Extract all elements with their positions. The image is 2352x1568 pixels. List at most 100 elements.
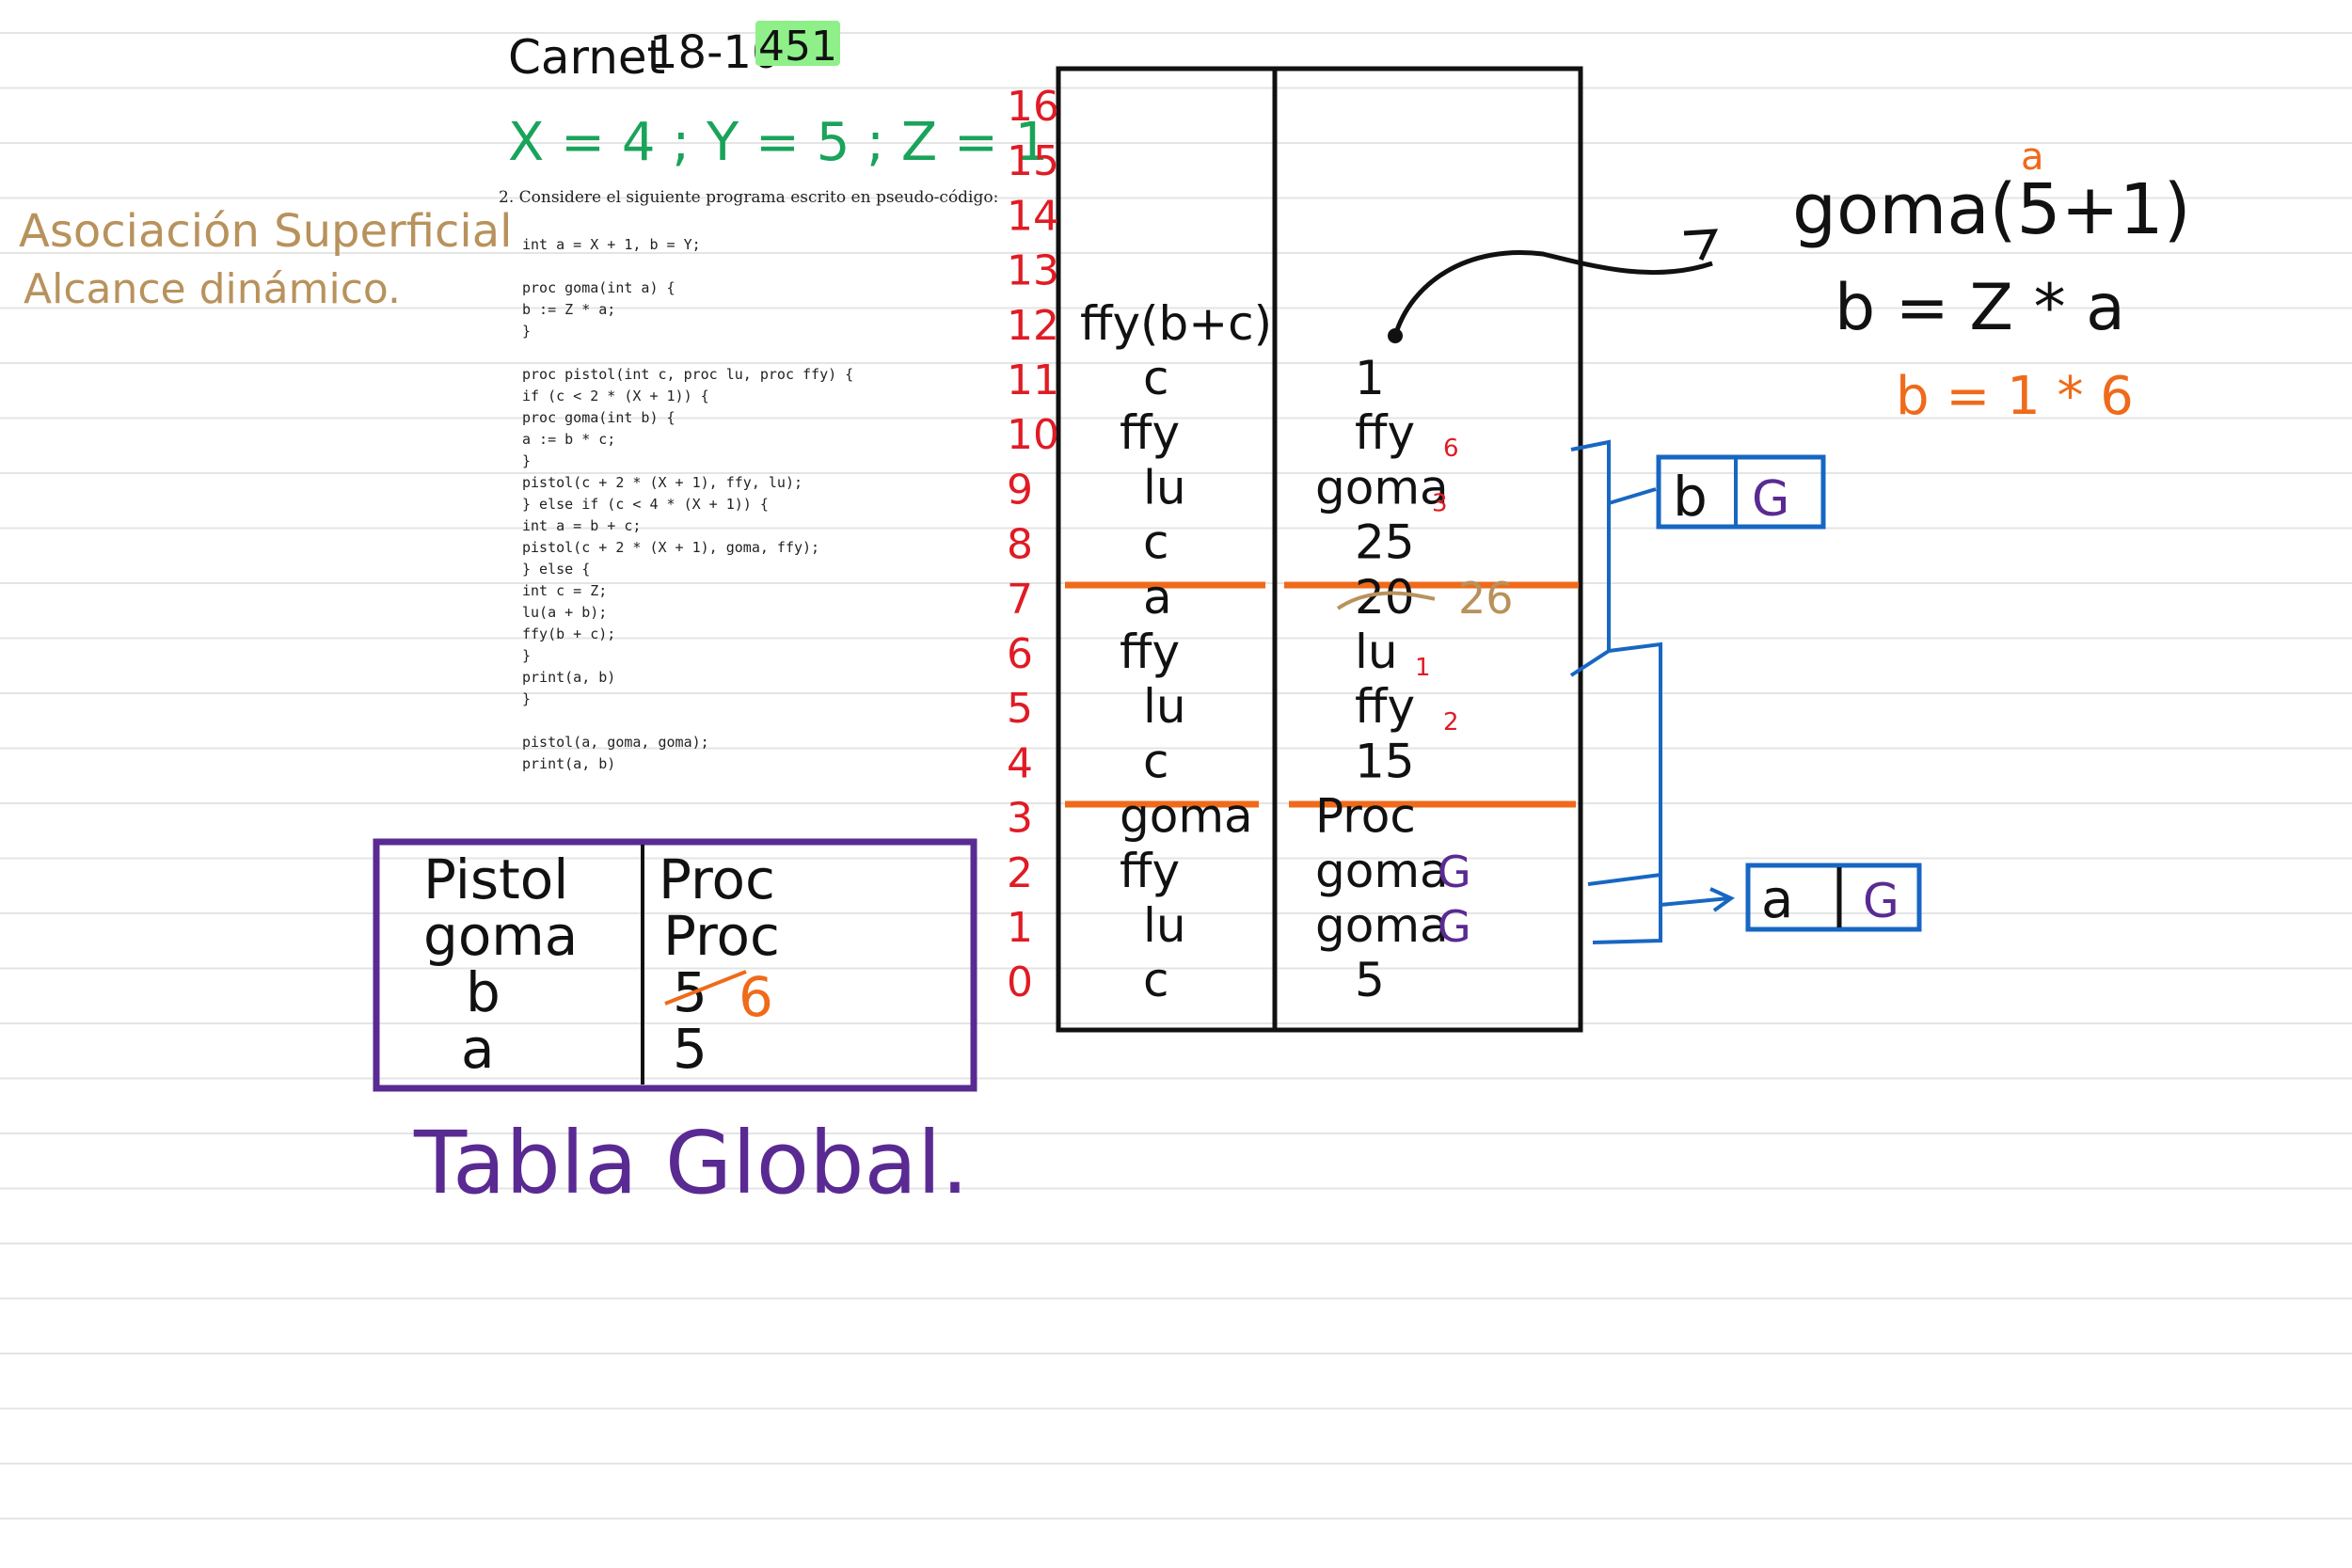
strike-mark xyxy=(1336,591,1436,610)
stack-value: goma xyxy=(1315,898,1449,953)
stack-value: Proc xyxy=(1315,789,1416,844)
code-line: int a = b + c; xyxy=(522,517,641,534)
env-box-a-frame xyxy=(1745,863,1922,932)
stack-index: 6 xyxy=(1007,630,1033,678)
stack-index: 16 xyxy=(1007,83,1059,131)
pseudo-code: int a = X + 1, b = Y;proc goma(int a) { … xyxy=(522,236,853,772)
stack-name: c xyxy=(1143,734,1169,788)
stack-index: 9 xyxy=(1007,466,1033,514)
code-line: a := b * c; xyxy=(522,431,615,448)
stack-value-env-tag: G xyxy=(1438,901,1471,952)
stack-name: c xyxy=(1143,515,1169,570)
strike-mark xyxy=(664,970,747,1006)
stack-value-subscript: 1 xyxy=(1415,654,1431,682)
global-row-name: goma xyxy=(423,904,578,968)
global-table-rows: PistolProcgomaProcb56a5 xyxy=(423,847,780,1081)
env-box-b-var: b xyxy=(1673,465,1708,529)
carnet-label: Carnet xyxy=(508,30,665,85)
stack-name: ffy xyxy=(1120,844,1180,898)
code-line: pistol(a, goma, goma); xyxy=(522,734,709,751)
stack-value: 1 xyxy=(1355,351,1385,405)
global-table: PistolProcgomaProcb56a5 xyxy=(373,838,977,1092)
carnet-highlight: 451 xyxy=(758,23,837,71)
env-box-b: b G xyxy=(1656,454,1826,530)
variable-values: X = 4 ; Y = 5 ; Z = 1 xyxy=(508,112,1048,173)
stack-index: 13 xyxy=(1007,247,1059,295)
stack-index: 8 xyxy=(1007,521,1033,569)
stack-value: 5 xyxy=(1355,953,1385,1007)
stack-value-subscript: 6 xyxy=(1443,435,1459,463)
carnet-header: Carnet 18-10 451 xyxy=(508,21,840,85)
pointer-arrowhead xyxy=(1683,229,1719,261)
stack-name: c xyxy=(1143,953,1169,1007)
env-links xyxy=(1569,439,1735,944)
code-line: b := Z * a; xyxy=(522,301,615,318)
bracket-lower xyxy=(1587,872,1662,944)
stack-value-new: 26 xyxy=(1458,573,1514,624)
stack-index: 7 xyxy=(1007,576,1033,624)
stack-index: 1 xyxy=(1007,904,1033,952)
stack-value-subscript: 3 xyxy=(1432,489,1448,517)
code-line: print(a, b) xyxy=(522,669,615,686)
stack-index: 11 xyxy=(1007,356,1059,404)
code-line: print(a, b) xyxy=(522,755,615,772)
stack-index: 12 xyxy=(1007,302,1059,350)
stack-name: c xyxy=(1143,351,1169,405)
env-box-a: a G xyxy=(1745,863,1922,932)
side-note-scope: Alcance dinámico. xyxy=(24,265,401,313)
code-line: } xyxy=(522,647,531,664)
stack-name: a xyxy=(1143,570,1172,625)
problem-statement: 2. Considere el siguiente programa escri… xyxy=(499,188,998,207)
stack-index: 14 xyxy=(1007,192,1059,240)
global-row-value: 5 xyxy=(673,1017,707,1081)
problem-block: 2. Considere el siguiente programa escri… xyxy=(499,188,998,772)
code-line: if (c < 2 * (X + 1)) { xyxy=(522,388,709,404)
stack-name: lu xyxy=(1143,898,1186,953)
env-box-b-env: G xyxy=(1752,471,1789,528)
stack-index: 0 xyxy=(1007,958,1033,1006)
eval-call: goma(5+1) xyxy=(1792,169,2191,250)
stack-value-env-tag: G xyxy=(1438,847,1471,897)
side-note-association: Asociación Superficial xyxy=(19,205,512,258)
carnet-highlight-box xyxy=(755,21,840,66)
stack-value: 15 xyxy=(1355,734,1415,788)
stack-value-subscript: 2 xyxy=(1443,708,1459,736)
code-line: pistol(c + 2 * (X + 1), goma, ffy); xyxy=(522,539,819,556)
bracket-upper xyxy=(1569,439,1611,677)
stack-index: 4 xyxy=(1007,739,1033,787)
code-line: ffy(b + c); xyxy=(522,626,615,642)
env-box-a-var: a xyxy=(1761,869,1793,930)
global-row-name: b xyxy=(466,960,501,1024)
code-line: } else if (c < 4 * (X + 1)) { xyxy=(522,496,769,513)
stack-value: ffy xyxy=(1355,679,1415,734)
stack-name: ffy xyxy=(1120,625,1180,679)
stack-name: ffy(b+c) xyxy=(1080,296,1272,351)
stack-name: goma xyxy=(1120,789,1253,844)
global-table-caption: Tabla Global. xyxy=(413,1113,969,1213)
stack-index: 2 xyxy=(1007,849,1033,897)
code-line: lu(a + b); xyxy=(522,604,607,621)
code-line: } else { xyxy=(522,561,590,578)
env-box-b-frame xyxy=(1656,454,1826,530)
stack-value: 25 xyxy=(1355,515,1415,570)
global-table-border xyxy=(373,838,977,1092)
stack-table-border xyxy=(1056,66,1583,1033)
code-line: proc pistol(int c, proc lu, proc ffy) { xyxy=(522,366,853,383)
stack-name: lu xyxy=(1143,460,1186,515)
bracket-lower-arrowhead xyxy=(1709,887,1735,912)
global-row-name: Pistol xyxy=(423,847,568,911)
stack-value: ffy xyxy=(1355,405,1415,460)
stack-value: lu xyxy=(1355,625,1398,679)
code-line: int c = Z; xyxy=(522,582,607,599)
global-row-value: Proc xyxy=(659,847,775,911)
stack-name: lu xyxy=(1143,679,1186,734)
stack-index: 10 xyxy=(1007,411,1059,459)
code-line: proc goma(int a) { xyxy=(522,279,675,296)
global-row-name: a xyxy=(461,1017,495,1081)
code-line: int a = X + 1, b = Y; xyxy=(522,236,701,253)
stack-name: ffy xyxy=(1120,405,1180,460)
code-line: } xyxy=(522,690,531,707)
bracket-lower-link xyxy=(1660,896,1730,907)
